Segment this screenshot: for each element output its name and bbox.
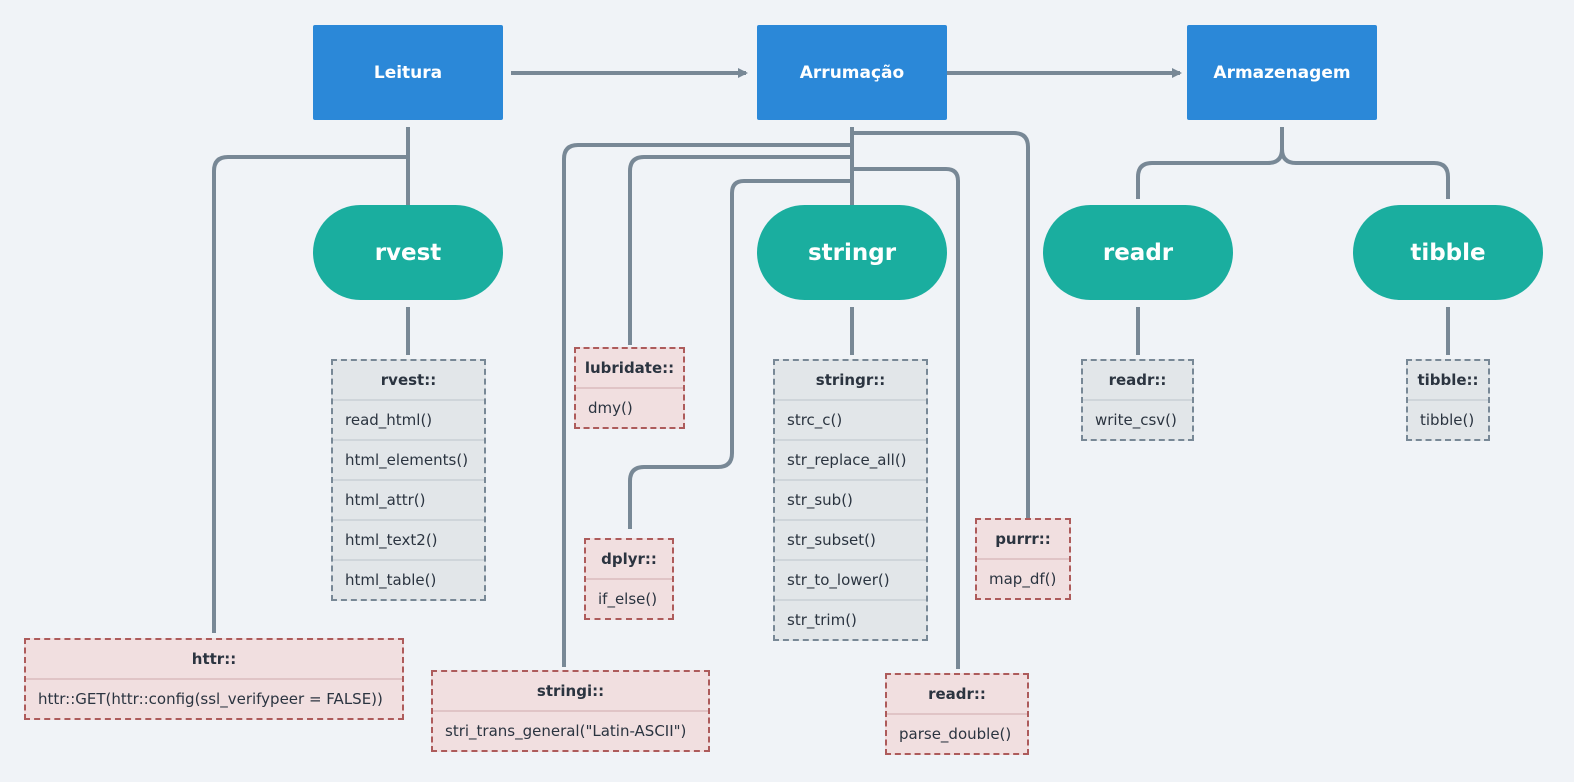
box-header: stringr:: xyxy=(775,361,926,401)
function-item: str_trim() xyxy=(787,611,857,629)
package-rvest: rvest xyxy=(313,205,503,300)
box-header: rvest:: xyxy=(333,361,484,401)
function-item: read_html() xyxy=(333,401,484,441)
stage-leitura-label: Leitura xyxy=(373,62,443,83)
stage-armazenagem: Armazenagem xyxy=(1187,25,1377,120)
package-tibble-label: tibble xyxy=(1410,239,1486,266)
readr-parse-box: readr:: parse_double() xyxy=(885,673,1029,755)
httr-functions-box: httr:: httr::GET(httr::config(ssl_verify… xyxy=(24,638,404,720)
box-header: httr:: xyxy=(26,640,402,680)
function-item: strc_c() xyxy=(775,401,926,441)
function-item: if_else() xyxy=(598,590,658,608)
package-readr-label: readr xyxy=(1102,239,1174,266)
package-stringr-label: stringr xyxy=(807,239,897,266)
dplyr-functions-box: dplyr:: if_else() xyxy=(584,538,674,620)
package-tibble: tibble xyxy=(1353,205,1543,300)
stage-armazenagem-label: Armazenagem xyxy=(1213,62,1351,83)
box-header: purrr:: xyxy=(977,520,1069,560)
stage-leitura: Leitura xyxy=(313,25,503,120)
box-header: readr:: xyxy=(1083,361,1192,401)
function-item: str_sub() xyxy=(775,481,926,521)
function-item: stri_trans_general("Latin-ASCII") xyxy=(445,722,687,740)
box-header: stringi:: xyxy=(433,672,708,712)
rvest-functions-box: rvest:: read_html() html_elements() html… xyxy=(331,359,486,601)
function-item: html_elements() xyxy=(333,441,484,481)
function-item: map_df() xyxy=(989,570,1057,588)
tibble-functions-box: tibble:: tibble() xyxy=(1406,359,1490,441)
function-item: tibble() xyxy=(1420,411,1475,429)
function-item: str_replace_all() xyxy=(775,441,926,481)
function-item: httr::GET(httr::config(ssl_verifypeer = … xyxy=(38,690,383,708)
function-item: html_text2() xyxy=(333,521,484,561)
package-rvest-label: rvest xyxy=(374,239,442,266)
function-item: write_csv() xyxy=(1095,411,1177,429)
stringi-functions-box: stringi:: stri_trans_general("Latin-ASCI… xyxy=(431,670,710,752)
stringr-functions-box: stringr:: strc_c() str_replace_all() str… xyxy=(773,359,928,641)
box-header: readr:: xyxy=(887,675,1027,715)
package-readr: readr xyxy=(1043,205,1233,300)
function-item: str_to_lower() xyxy=(775,561,926,601)
lubridate-functions-box: lubridate:: dmy() xyxy=(574,347,685,429)
purrr-functions-box: purrr:: map_df() xyxy=(975,518,1071,600)
function-item: html_attr() xyxy=(333,481,484,521)
stage-arrumacao-label: Arrumação xyxy=(799,62,905,83)
stage-arrumacao: Arrumação xyxy=(757,25,947,120)
box-header: lubridate:: xyxy=(576,349,683,389)
package-stringr: stringr xyxy=(757,205,947,300)
function-item: html_table() xyxy=(345,571,437,589)
function-item: dmy() xyxy=(588,399,633,417)
box-header: dplyr:: xyxy=(586,540,672,580)
function-item: str_subset() xyxy=(775,521,926,561)
readr-write-box: readr:: write_csv() xyxy=(1081,359,1194,441)
function-item: parse_double() xyxy=(899,725,1012,743)
box-header: tibble:: xyxy=(1408,361,1488,401)
